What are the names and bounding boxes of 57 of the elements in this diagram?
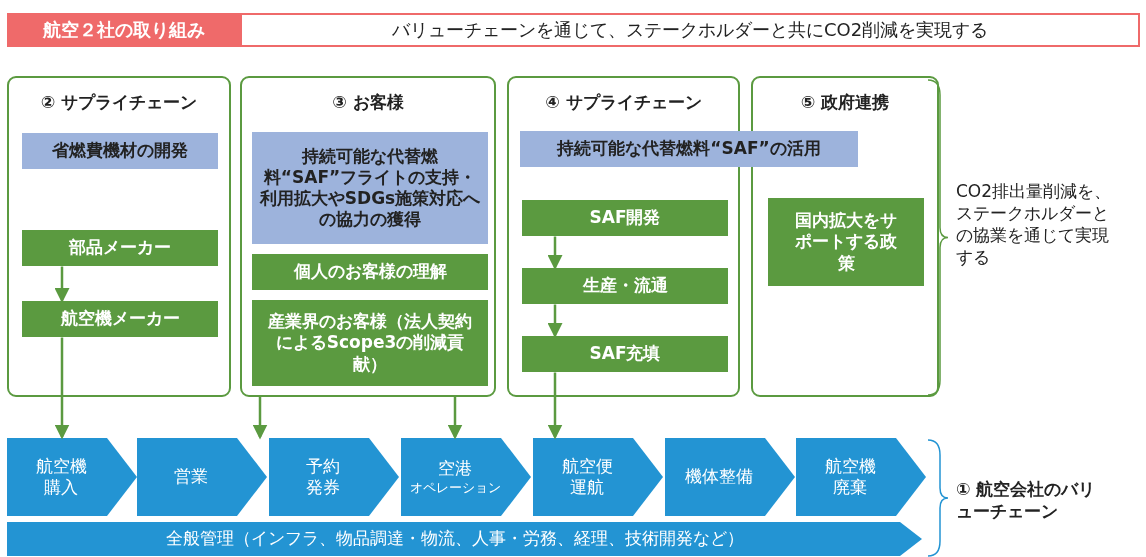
arrow [54, 266, 70, 303]
value-chain-step [269, 438, 399, 516]
group-panel [240, 76, 496, 397]
value-chain-step [401, 438, 531, 516]
goal-box [22, 133, 218, 169]
box-label: SAF開発 [588, 207, 662, 229]
value-chain-step [796, 438, 926, 516]
box-label: 個人のお客様の理解 [292, 261, 448, 283]
step-label: 航空機廃棄 [823, 455, 877, 499]
process-box [252, 300, 488, 386]
group-panel [7, 76, 231, 397]
step-label: 航空機購入 [34, 455, 88, 499]
panel-heading: ② サプライチェーン [40, 92, 198, 114]
bar-label: 全般管理（インフラ、物品調達・物流、人事・労務、経理、技術開発など） [165, 528, 745, 550]
value-chain-step [7, 438, 137, 516]
box-label: 持続可能な代替燃料“SAF”フライトの支持・利用拡大やSDGs施策対応への協力の獲得 [258, 145, 482, 231]
process-box [22, 230, 218, 266]
step-label: オペレーション [409, 479, 501, 496]
arrow [547, 236, 563, 270]
panel-heading: ⑤ 政府連携 [800, 92, 890, 114]
process-box [22, 301, 218, 337]
arrow [547, 372, 563, 440]
box-label: 生産・流通 [581, 275, 669, 297]
process-box [252, 254, 488, 290]
box-label: 部品メーカー [68, 237, 172, 259]
title-tag [7, 13, 241, 47]
box-label: SAF充填 [588, 343, 662, 365]
goal-box [252, 132, 488, 244]
step-label: 航空便運航 [560, 455, 614, 499]
step-label: 機体整備 [685, 466, 753, 488]
panel-heading: ④ サプライチェーン [545, 92, 702, 114]
box-label: 持続可能な代替燃料“SAF”の活用 [555, 138, 822, 160]
arrow [447, 397, 463, 440]
arrow [547, 304, 563, 338]
panel-heading: ③ お客様 [332, 92, 404, 114]
step-label: 営業 [174, 466, 208, 488]
process-box [522, 336, 728, 372]
value-chain-step [533, 438, 663, 516]
goal-box [520, 131, 858, 167]
side-note: CO2排出量削減を、ステークホルダーとの協業を通じて実現する [956, 180, 1113, 269]
box-label: 産業界のお客様（法人契約によるScope3の削減貢献） [267, 311, 473, 375]
process-box [522, 200, 728, 236]
value-chain-step [137, 438, 267, 516]
arrow [54, 337, 70, 440]
arrow [252, 397, 268, 440]
box-label: 省燃費機材の開発 [51, 140, 189, 162]
header-banner [240, 13, 1140, 47]
step-label: 予約発券 [305, 455, 341, 499]
value-chain-step [665, 438, 795, 516]
side-note: ① 航空会社のバリューチェーン [956, 478, 1097, 523]
header-text: バリューチェーンを通じて、ステークホルダーと共にCO2削減を実現する [391, 18, 989, 42]
box-label: 航空２社の取り組み [43, 18, 205, 42]
box-label: 国内拡大をサポートする政策 [794, 210, 898, 274]
box-label: 航空機メーカー [59, 308, 181, 330]
step-label: 空港 [438, 458, 472, 480]
process-box [522, 268, 728, 304]
process-box [768, 198, 924, 286]
